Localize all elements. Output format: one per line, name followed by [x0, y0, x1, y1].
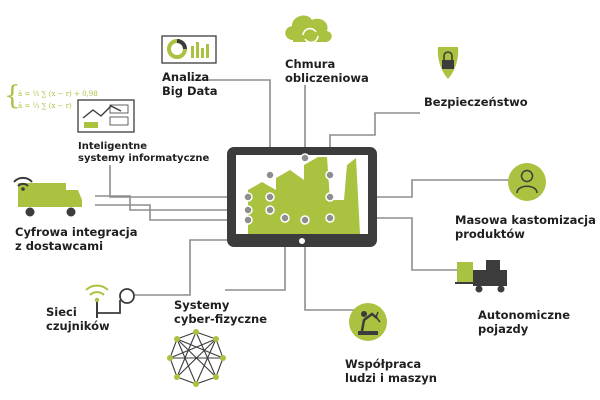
bar-chart-donut-icon [161, 35, 217, 64]
shield-lock-icon [437, 47, 459, 79]
connection-nodes [243, 153, 335, 225]
sensor-signal-icon [85, 284, 135, 318]
svg-text:{: { [4, 81, 21, 111]
network-polygon-icon [167, 329, 226, 387]
cloud-sync-icon [285, 15, 332, 44]
delivery-truck-icon [13, 176, 82, 217]
robot-arm-icon [349, 303, 387, 341]
person-badge-icon [508, 163, 546, 201]
formula-dashboard-icon: { ā = ⅓ ∑ (x − r) + 0,98 ā = ⅓ ∑ (x − r) [4, 81, 135, 133]
autonomous-forklift-icon [455, 260, 507, 293]
svg-text:ā = ⅓ ∑ (x − r): ā = ⅓ ∑ (x − r) [18, 102, 72, 110]
svg-text:ā = ⅓ ∑ (x − r) + 0,98: ā = ⅓ ∑ (x − r) + 0,98 [18, 90, 98, 98]
label-security: Bezpieczeństwo [424, 95, 528, 109]
